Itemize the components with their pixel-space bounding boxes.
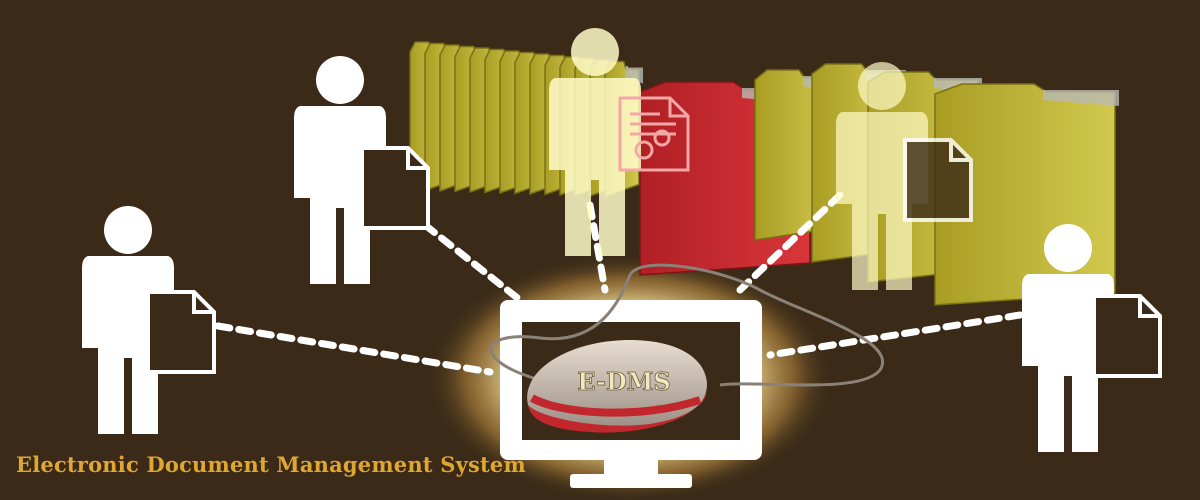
connector-upper-right <box>736 191 844 294</box>
mouse-icon: E-DMS <box>527 340 707 433</box>
connector-upper-left <box>421 221 524 304</box>
connector-left <box>214 322 494 376</box>
document-icon <box>146 290 216 374</box>
connector-top <box>586 201 609 294</box>
system-caption: Electronic Document Management System <box>16 452 526 477</box>
connector-lines <box>214 191 1024 376</box>
gear-document-icon <box>618 96 690 172</box>
connector-right <box>766 311 1024 359</box>
document-icon <box>1092 294 1162 378</box>
document-icon <box>360 146 430 230</box>
mouse-cable <box>489 263 885 387</box>
document-icon <box>903 138 973 222</box>
mouse-label: E-DMS <box>577 367 670 396</box>
